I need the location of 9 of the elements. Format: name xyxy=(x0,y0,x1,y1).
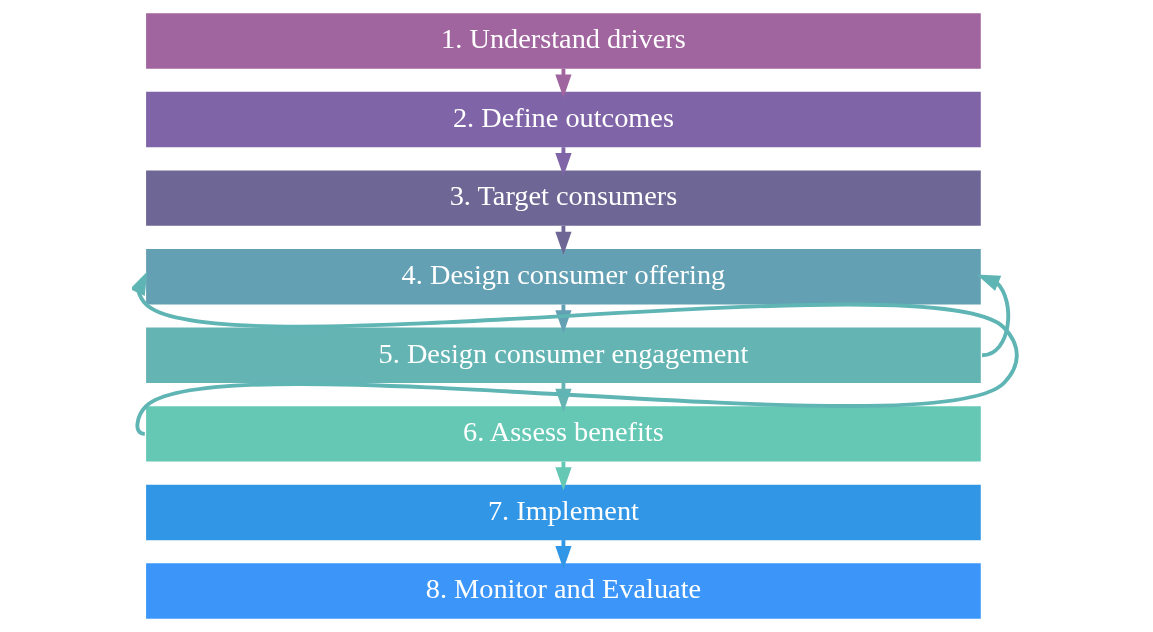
node-box: 5. Design consumer engagement xyxy=(145,327,981,383)
node-box: 6. Assess benefits xyxy=(145,406,981,462)
node-box: 3. Target consumers xyxy=(145,170,981,226)
node-box: 1. Understand drivers xyxy=(145,13,981,69)
node-box: 8. Monitor and Evaluate xyxy=(145,563,981,619)
arrow xyxy=(976,274,1010,358)
node-box: 2. Define outcomes xyxy=(145,91,981,148)
node-box: 4. Design consumer offering xyxy=(145,249,981,305)
node-box: 7. Implement xyxy=(145,484,981,541)
